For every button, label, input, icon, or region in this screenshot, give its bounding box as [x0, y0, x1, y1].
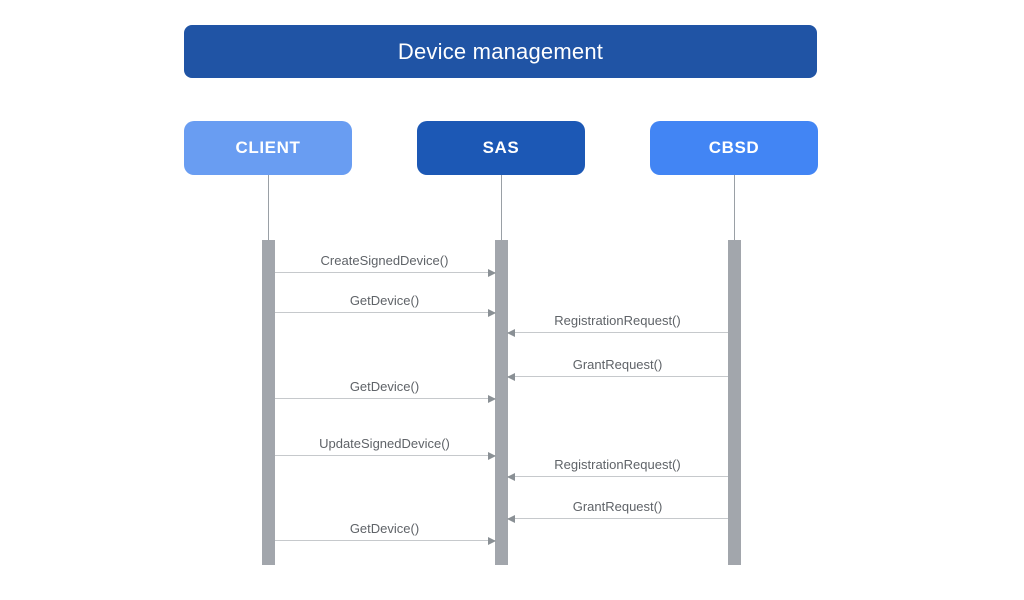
message-line	[274, 540, 495, 541]
message-line	[507, 332, 728, 333]
message-label: GrantRequest()	[572, 357, 663, 372]
message-client-to-sas: GetDevice()	[274, 521, 496, 545]
lifeline-client	[268, 175, 269, 240]
arrowhead-left-icon	[506, 329, 515, 337]
message-cbsd-to-sas: GrantRequest()	[506, 499, 728, 523]
arrowhead-right-icon	[487, 452, 496, 460]
message-client-to-sas: UpdateSignedDevice()	[274, 436, 496, 460]
actor-label-client: CLIENT	[235, 138, 301, 157]
actor-box-sas[interactable]: SAS	[417, 121, 585, 175]
lifeline-cbsd	[734, 175, 735, 240]
diagram-title: Device management	[397, 38, 604, 64]
message-label: RegistrationRequest()	[554, 457, 681, 472]
message-line	[274, 312, 495, 313]
actor-box-client[interactable]: CLIENT	[184, 121, 352, 175]
actor-label-sas: SAS	[482, 138, 520, 157]
message-client-to-sas: GetDevice()	[274, 293, 496, 317]
message-cbsd-to-sas: RegistrationRequest()	[506, 457, 728, 481]
actor-label-cbsd: CBSD	[708, 138, 760, 157]
message-label: RegistrationRequest()	[554, 313, 681, 328]
message-label: CreateSignedDevice()	[320, 253, 449, 268]
message-line	[274, 272, 495, 273]
message-label: GetDevice()	[349, 293, 420, 308]
activation-bar-client	[261, 240, 275, 565]
activation-bar-cbsd	[727, 240, 741, 565]
message-label: GrantRequest()	[572, 499, 663, 514]
message-line	[274, 398, 495, 399]
diagram-title-banner: Device management	[184, 25, 817, 78]
arrowhead-right-icon	[487, 269, 496, 277]
arrowhead-left-icon	[506, 473, 515, 481]
actor-box-cbsd[interactable]: CBSD	[650, 121, 818, 175]
arrowhead-right-icon	[487, 309, 496, 317]
message-line	[507, 518, 728, 519]
lifeline-sas	[501, 175, 502, 240]
message-line	[507, 376, 728, 377]
arrowhead-right-icon	[487, 537, 496, 545]
message-label: GetDevice()	[349, 521, 420, 536]
message-client-to-sas: CreateSignedDevice()	[274, 253, 496, 277]
activation-bar-sas	[494, 240, 508, 565]
arrowhead-left-icon	[506, 515, 515, 523]
message-cbsd-to-sas: RegistrationRequest()	[506, 313, 728, 337]
message-line	[274, 455, 495, 456]
message-label: GetDevice()	[349, 379, 420, 394]
message-cbsd-to-sas: GrantRequest()	[506, 357, 728, 381]
arrowhead-left-icon	[506, 373, 515, 381]
message-line	[507, 476, 728, 477]
message-client-to-sas: GetDevice()	[274, 379, 496, 403]
arrowhead-right-icon	[487, 395, 496, 403]
message-label: UpdateSignedDevice()	[319, 436, 450, 451]
